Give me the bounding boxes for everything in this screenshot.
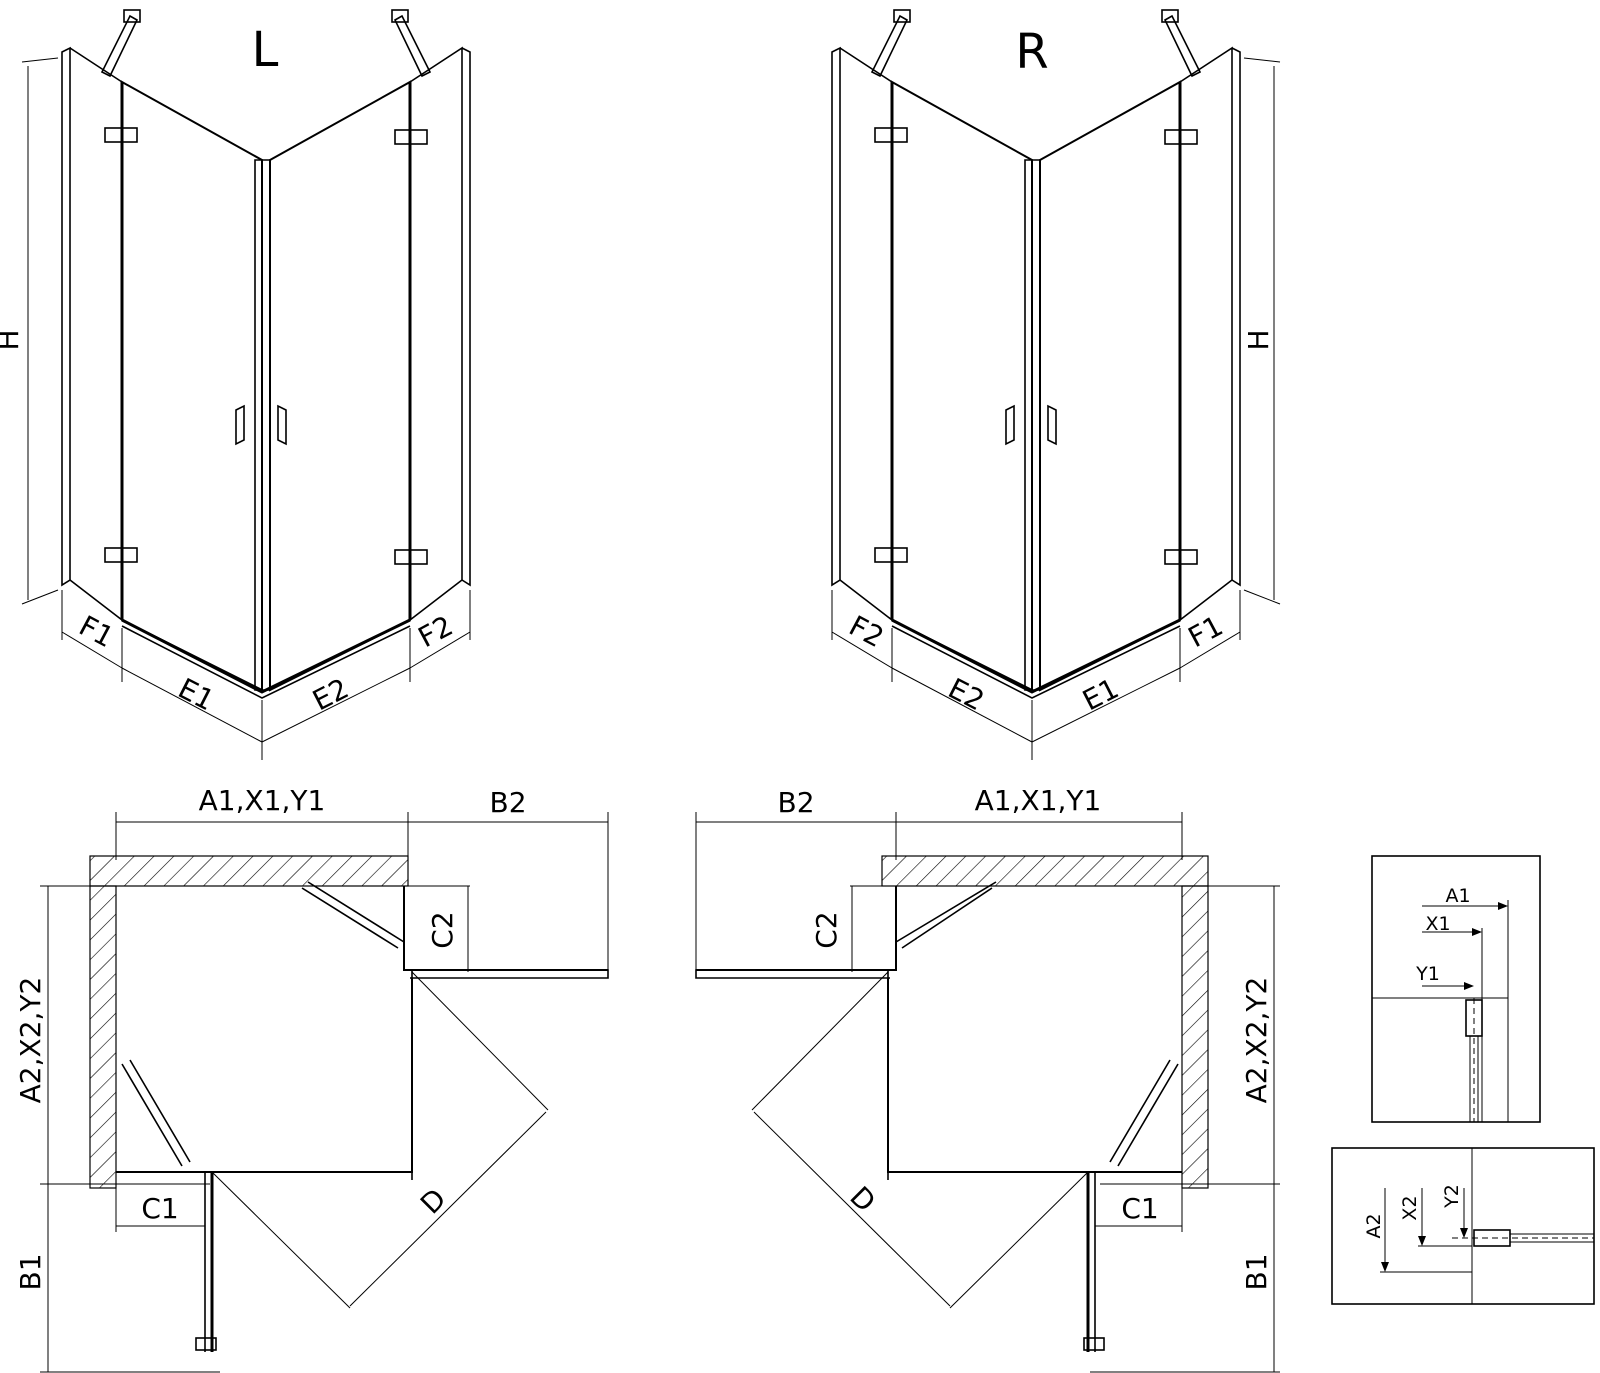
right-h-label: H <box>1242 329 1275 350</box>
detail-x2-label: X2 <box>1399 1195 1421 1220</box>
view-right-title: R <box>1015 24 1048 80</box>
left-h-label: H <box>0 329 25 350</box>
left-plan-c1-label: C1 <box>141 1192 178 1225</box>
detail-a1-label: A1 <box>1445 885 1470 907</box>
detail-y1-label: Y1 <box>1415 963 1440 985</box>
right-e2-label: E2 <box>943 672 990 718</box>
left-plan-d-label: D <box>414 1182 453 1221</box>
detail-a2-label: A2 <box>1363 1213 1385 1238</box>
view-left-title: L <box>252 22 279 78</box>
right-f2-label: F2 <box>844 609 889 654</box>
detail-y2-label: Y2 <box>1441 1184 1463 1209</box>
right-plan-b2-label: B2 <box>777 786 814 819</box>
plan-right: A1,X1,Y1 B2 A2,X2,Y2 C2 D C1 <box>695 784 1280 1373</box>
left-f1-label: F1 <box>74 609 119 654</box>
right-plan-top-label: A1,X1,Y1 <box>975 784 1102 817</box>
left-e2-label: E2 <box>307 672 354 718</box>
right-plan-c2-label: C2 <box>810 911 843 948</box>
view-right-3d: R H F2 E2 E1 <box>831 9 1281 760</box>
right-plan-c1-label: C1 <box>1121 1192 1158 1225</box>
detail-bottom: A2 X2 Y2 <box>1331 1147 1595 1305</box>
left-plan-side-label: A2,X2,Y2 <box>14 977 47 1104</box>
left-plan-top-label: A1,X1,Y1 <box>199 784 326 817</box>
left-plan-b2-label: B2 <box>489 786 526 819</box>
right-e1-label: E1 <box>1077 672 1124 718</box>
left-plan-b1-label: B1 <box>14 1253 47 1290</box>
right-plan-d-label: D <box>843 1180 882 1219</box>
detail-top: A1 X1 Y1 <box>1371 855 1541 1123</box>
view-left-3d: L H <box>0 9 471 760</box>
left-e1-label: E1 <box>173 672 220 718</box>
right-plan-b1-label: B1 <box>1240 1253 1273 1290</box>
plan-left: A1,X1,Y1 B2 A2,X2,Y2 C2 D <box>14 784 609 1373</box>
right-plan-side-label: A2,X2,Y2 <box>1240 977 1273 1104</box>
left-plan-c2-label: C2 <box>426 911 459 948</box>
detail-x1-label: X1 <box>1425 913 1450 935</box>
right-f1-label: F1 <box>1183 609 1228 654</box>
left-f2-label: F2 <box>413 609 458 654</box>
